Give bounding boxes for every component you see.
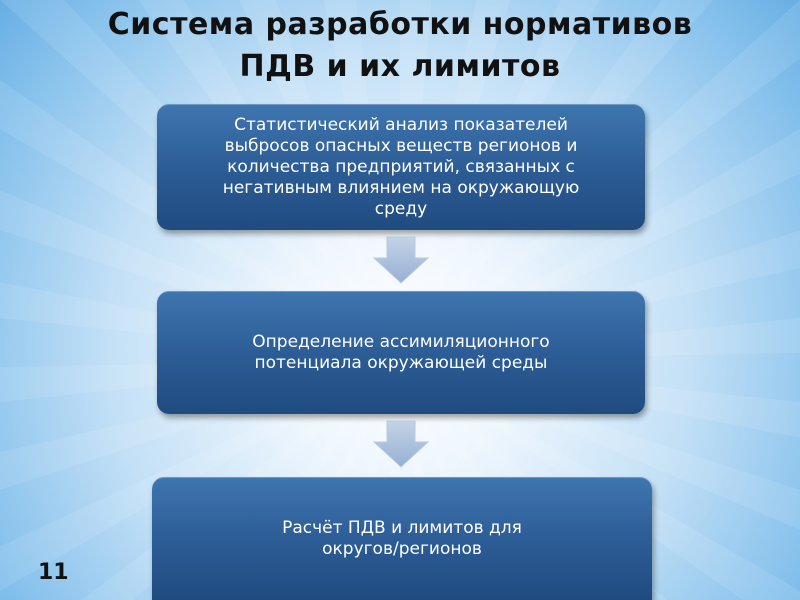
step-1-text: Статистический анализ показателей выброс… <box>223 115 580 220</box>
step-1-line-1: Статистический анализ показателей <box>234 114 568 135</box>
slide-title-line-1: Система разработки нормативов <box>107 7 693 42</box>
slide-title-line-2: ПДВ и их лимитов <box>239 49 561 84</box>
step-2-line-1: Определение ассимиляционного <box>252 331 550 352</box>
step-1-line-2: выбросов опасных веществ регионов и <box>224 135 578 156</box>
step-box-assimilation-potential: Определение ассимиляционного потенциала … <box>157 291 645 414</box>
page-number: 11 <box>38 560 69 585</box>
step-1-line-5: среду <box>374 198 428 219</box>
slide-title: Система разработки нормативов ПДВ и их л… <box>0 4 800 88</box>
down-arrow-icon <box>373 236 429 284</box>
step-2-text: Определение ассимиляционного потенциала … <box>252 332 549 374</box>
step-1-line-4: негативным влиянием на окружающую <box>222 177 580 198</box>
step-3-line-2: округов/регионов <box>322 538 482 559</box>
down-arrow-icon <box>373 420 429 468</box>
step-3-line-1: Расчёт ПДВ и лимитов для <box>282 517 522 538</box>
step-2-line-2: потенциала окружающей среды <box>254 352 548 373</box>
step-box-statistical-analysis: Статистический анализ показателей выброс… <box>157 104 645 230</box>
step-box-pdv-calculation: Расчёт ПДВ и лимитов для округов/регионо… <box>152 477 652 600</box>
step-3-text: Расчёт ПДВ и лимитов для округов/регионо… <box>282 518 522 560</box>
step-1-line-3: количества предприятий, связанных с <box>227 156 575 177</box>
